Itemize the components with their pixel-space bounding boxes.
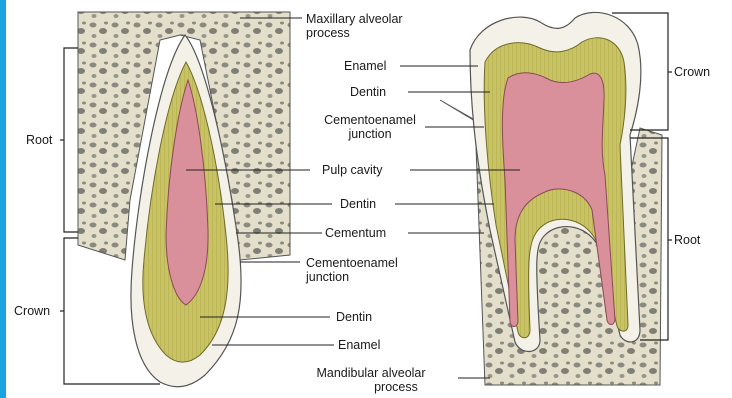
label-cej-mid-line2: junction xyxy=(306,270,398,284)
label-root-left: Root xyxy=(26,133,52,147)
label-crown-right: Crown xyxy=(674,65,710,79)
label-mandibular-line2: process xyxy=(286,380,456,394)
label-enamel-bottom: Enamel xyxy=(338,338,380,352)
label-cej-mid-line1: Cementoenamel xyxy=(306,256,398,270)
root-bracket-left xyxy=(64,48,78,232)
label-mandibular-line1: Mandibular alveolar xyxy=(286,366,456,380)
label-cej-top: Cementoenamel junction xyxy=(316,113,424,141)
incisor-illustration xyxy=(78,12,290,387)
label-maxillary-line1: Maxillary alveolar xyxy=(306,12,403,26)
label-dentin-mid: Dentin xyxy=(340,197,376,211)
label-mandibular: Mandibular alveolar process xyxy=(286,366,456,394)
label-cej-mid: Cementoenamel junction xyxy=(306,256,398,284)
molar-illustration xyxy=(440,12,662,385)
label-root-right: Root xyxy=(674,233,700,247)
label-cej-top-line2: junction xyxy=(316,127,424,141)
label-crown-left: Crown xyxy=(14,304,50,318)
label-dentin-bottom: Dentin xyxy=(336,310,372,324)
label-dentin-top: Dentin xyxy=(350,85,386,99)
label-cej-top-line1: Cementoenamel xyxy=(316,113,424,127)
label-maxillary: Maxillary alveolar process xyxy=(306,12,403,40)
label-maxillary-line2: process xyxy=(306,26,403,40)
label-pulp-cavity: Pulp cavity xyxy=(322,163,382,177)
label-enamel-top: Enamel xyxy=(344,59,386,73)
label-cementum: Cementum xyxy=(325,226,386,240)
